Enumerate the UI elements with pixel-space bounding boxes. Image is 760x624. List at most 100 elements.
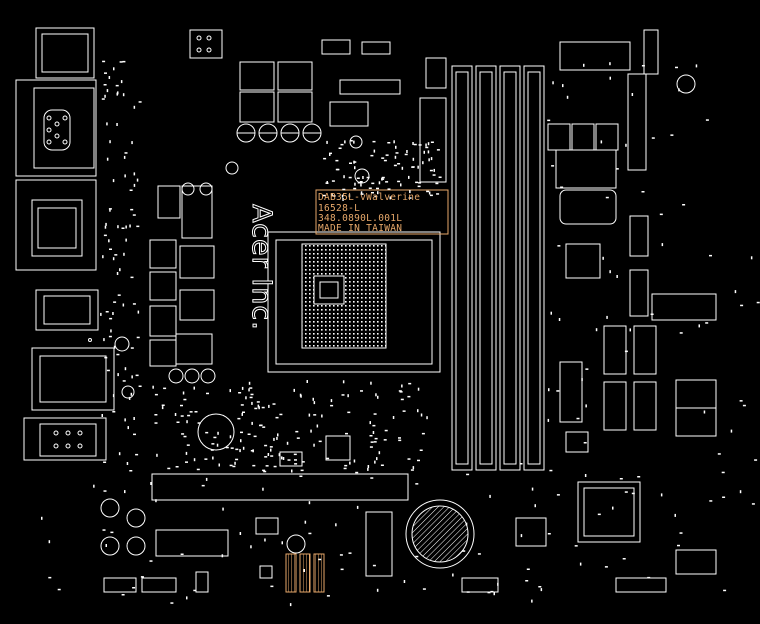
passive-part (276, 436, 278, 440)
passive-part (381, 177, 383, 181)
passive-part (369, 446, 373, 448)
passive-part (117, 294, 121, 296)
passive-part (338, 147, 342, 149)
passive-part (674, 513, 676, 517)
passive-part (237, 417, 241, 420)
passive-part (679, 532, 683, 534)
passive-part (670, 134, 674, 136)
passive-part (341, 194, 344, 198)
passive-part (135, 374, 139, 377)
passive-part (129, 470, 133, 472)
passive-part (408, 175, 410, 179)
passive-part (660, 493, 663, 497)
passive-part (326, 595, 330, 597)
passive-part (400, 183, 402, 187)
passive-part (356, 505, 359, 509)
passive-part (650, 313, 654, 315)
passive-part (703, 410, 706, 414)
board-revision-label: 16528-L (318, 203, 361, 214)
passive-part (534, 504, 536, 508)
passive-part (678, 88, 680, 92)
passive-part (399, 391, 403, 393)
passive-part (335, 168, 339, 171)
passive-part (415, 555, 419, 558)
passive-part (120, 80, 123, 84)
passive-part (400, 398, 404, 401)
passive-part (325, 182, 329, 184)
passive-part (487, 591, 491, 594)
passive-part (48, 576, 52, 579)
passive-part (383, 159, 387, 162)
passive-part (137, 310, 140, 314)
passive-part (609, 270, 611, 274)
passive-part (130, 208, 134, 211)
passive-part (419, 449, 423, 451)
passive-part (734, 290, 737, 294)
passive-part (93, 484, 95, 488)
passive-part (241, 386, 244, 390)
passive-part (619, 478, 623, 480)
passive-part (304, 520, 307, 524)
passive-part (300, 469, 304, 472)
memory-slots (451, 65, 545, 471)
passive-part (245, 396, 247, 400)
passive-part (616, 275, 618, 278)
passive-part (348, 176, 352, 179)
passive-part (560, 186, 564, 188)
passive-part (279, 413, 283, 416)
passive-part (489, 494, 491, 498)
passive-part (360, 390, 363, 392)
passive-part (294, 459, 297, 461)
passive-part (417, 165, 419, 169)
passive-part (102, 60, 106, 63)
passive-part (406, 150, 408, 153)
passive-part (531, 599, 533, 603)
passive-part (609, 76, 611, 80)
passive-part (381, 157, 385, 159)
passive-part (287, 459, 291, 461)
passive-part (397, 180, 401, 183)
passive-part (114, 254, 118, 256)
passive-part (340, 568, 344, 571)
passive-part (206, 392, 209, 395)
passive-part (436, 149, 440, 151)
passive-part (189, 411, 193, 413)
vrm-area (114, 29, 401, 451)
passive-part (326, 140, 328, 144)
passive-part (398, 439, 402, 442)
right-side-components (419, 29, 717, 593)
passive-part (112, 394, 115, 398)
passive-part (426, 416, 428, 420)
passive-part (429, 169, 433, 172)
passive-part (497, 582, 499, 586)
passive-part (57, 588, 61, 591)
passive-part (217, 431, 219, 435)
passive-part (349, 140, 353, 142)
passive-part (695, 64, 698, 68)
board-origin-label: MADE IN TAIWAN (318, 223, 403, 234)
passive-part (585, 368, 589, 370)
passive-part (609, 62, 611, 66)
passive-part (709, 500, 713, 502)
passive-part (156, 453, 158, 457)
passive-part (412, 157, 415, 161)
passive-part (294, 463, 298, 465)
passive-part (250, 393, 254, 396)
passive-part (387, 142, 391, 144)
passive-part (353, 140, 355, 144)
passive-part (221, 554, 224, 558)
passive-part (272, 403, 276, 405)
passive-part (269, 446, 273, 448)
passive-part (377, 395, 379, 399)
passive-part (229, 435, 232, 439)
passive-part (108, 239, 110, 243)
passive-part (369, 421, 371, 425)
passive-part (180, 404, 183, 407)
passive-part (216, 443, 219, 447)
passive-part (385, 181, 389, 183)
passive-part (41, 516, 43, 520)
passive-part (552, 81, 554, 85)
passive-part (429, 194, 433, 197)
passive-part (170, 602, 174, 604)
